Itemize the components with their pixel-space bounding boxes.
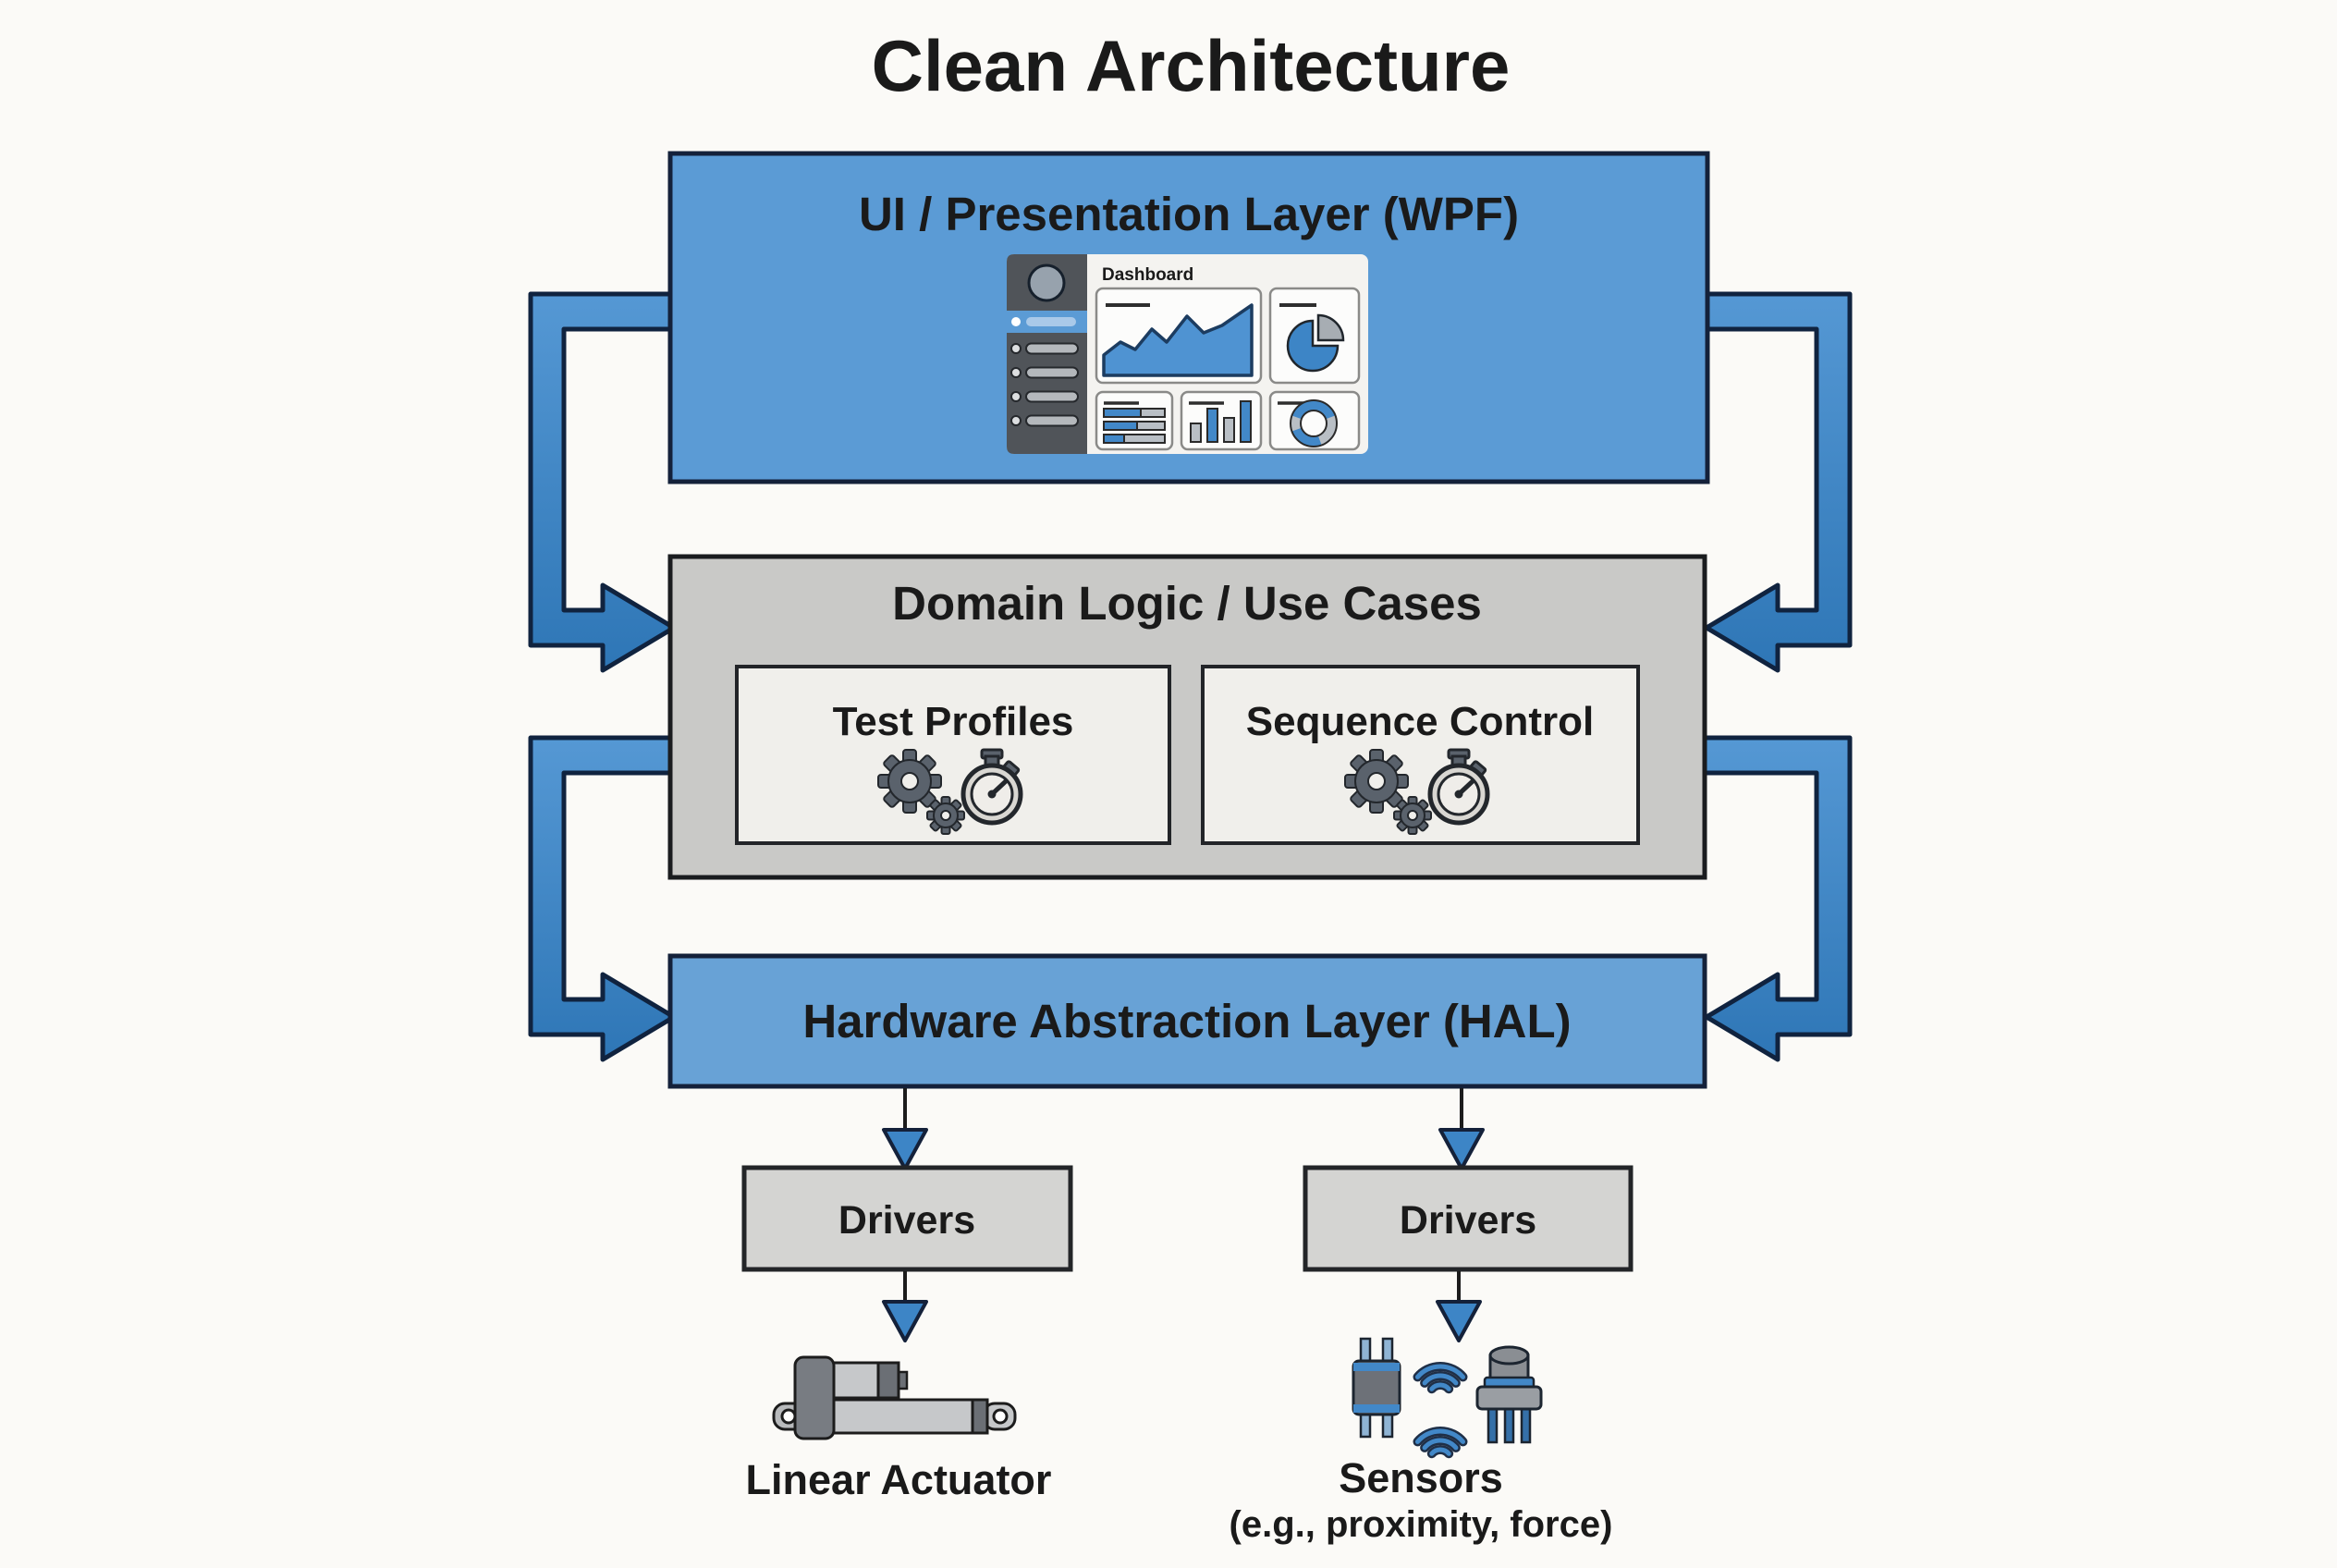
connector-hal-to-drivers-right — [1438, 1088, 1485, 1170]
domain-logic-layer-box: Domain Logic / Use Cases Test Profiles S… — [667, 554, 1707, 880]
down-arrow-icon — [1438, 1128, 1485, 1170]
down-arrow-icon — [882, 1300, 928, 1342]
connector-hal-to-drivers-left — [882, 1088, 928, 1170]
ui-layer-label: UI / Presentation Layer (WPF) — [859, 188, 1519, 240]
down-arrow-icon — [1436, 1300, 1482, 1342]
sidebar-menu-icon — [1007, 311, 1087, 427]
test-profiles-label: Test Profiles — [833, 699, 1074, 744]
down-arrow-icon — [882, 1128, 928, 1170]
elbow-arrow-domain-to-hal-right — [1701, 735, 1853, 1062]
hal-layer-label: Hardware Abstraction Layer (HAL) — [802, 995, 1571, 1047]
pie-chart-icon — [1268, 287, 1361, 385]
mockup-dashboard-title: Dashboard — [1102, 265, 1193, 285]
progress-bars-icon — [1095, 390, 1174, 451]
dashboard-mockup-icon: Dashboard — [1007, 254, 1368, 454]
domain-layer-label: Domain Logic / Use Cases — [892, 577, 1482, 630]
hal-layer-box: Hardware Abstraction Layer (HAL) — [667, 953, 1707, 1089]
drivers-box-left: Drivers — [741, 1165, 1073, 1272]
area-chart-icon — [1095, 287, 1263, 385]
connector-drivers-to-actuator — [882, 1271, 928, 1342]
linear-actuator-icon — [772, 1355, 1017, 1440]
test-profiles-box: Test Profiles — [735, 665, 1171, 845]
sequence-control-label: Sequence Control — [1246, 699, 1595, 744]
page-title: Clean Architecture — [872, 25, 1511, 106]
connector-drivers-to-sensors — [1436, 1271, 1482, 1342]
drivers-left-label: Drivers — [838, 1198, 975, 1243]
sensors-icons — [1352, 1337, 1543, 1453]
transistor-sensor-icon — [1475, 1345, 1543, 1444]
drivers-box-right: Drivers — [1303, 1165, 1633, 1272]
sensors-label: Sensors — [1339, 1454, 1503, 1501]
donut-chart-icon — [1268, 390, 1361, 451]
sequence-control-box: Sequence Control — [1201, 665, 1640, 845]
linear-actuator-label: Linear Actuator — [746, 1456, 1052, 1503]
bar-chart-icon — [1180, 390, 1263, 451]
ui-presentation-layer-box: UI / Presentation Layer (WPF) — [667, 151, 1710, 484]
proximity-waves-icon — [1418, 1366, 1463, 1453]
drivers-right-label: Drivers — [1400, 1198, 1536, 1243]
sensors-sublabel: (e.g., proximity, force) — [1230, 1504, 1613, 1545]
crystal-sensor-icon — [1352, 1337, 1401, 1439]
elbow-arrow-ui-to-domain-right — [1701, 291, 1853, 673]
elbow-arrow-domain-to-hal-left — [528, 735, 679, 1062]
avatar-icon — [1027, 263, 1066, 302]
elbow-arrow-ui-to-domain-left — [528, 291, 679, 673]
